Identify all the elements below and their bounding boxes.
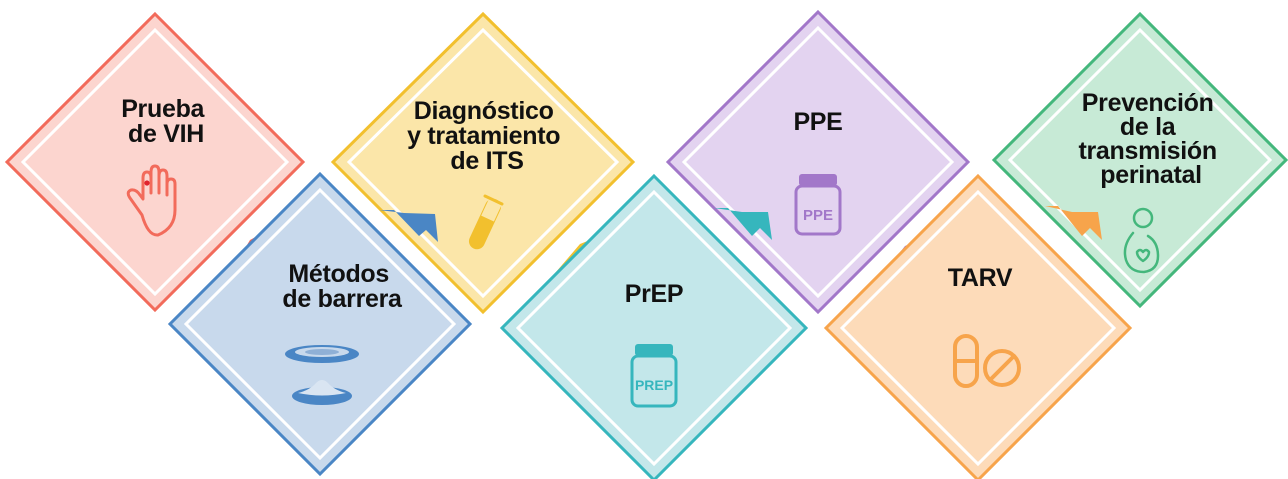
label-prep: PrEP — [625, 280, 684, 308]
label-line: PPE — [793, 108, 842, 136]
pills-icon — [953, 334, 1021, 388]
label-line: de VIH — [128, 120, 204, 148]
label-line: Diagnóstico — [414, 97, 554, 125]
diamond-inner-diagnostico-its — [346, 27, 620, 299]
jar-label: PPE — [803, 207, 833, 224]
connector-arrow-teal — [714, 208, 772, 240]
step-metodos-barrera: Métodos de barrera — [167, 171, 473, 477]
pill-jar-icon: PREP — [630, 344, 678, 408]
condom-icon — [285, 345, 359, 405]
diamond-inner-tarv — [839, 189, 1117, 467]
connector-arrow-orange — [1045, 206, 1102, 240]
label-tarv: TARV — [948, 264, 1013, 292]
label-diagnostico-its: Diagnóstico y tratamiento de ITS — [407, 97, 567, 175]
connector-arrow-blue — [379, 210, 438, 242]
label-line: perinatal — [1100, 161, 1202, 189]
label-prueba-vih: Prueba de VIH — [121, 95, 211, 148]
label-prevencion-perinatal: Prevención de la transmisión perinatal — [1078, 89, 1223, 189]
step-tarv: TARV — [823, 173, 1133, 479]
label-line: de barrera — [282, 285, 403, 313]
step-prep: PrEP PREP — [499, 173, 809, 479]
pregnant-woman-icon — [1123, 207, 1160, 274]
jar-label: PREP — [635, 377, 673, 393]
label-ppe: PPE — [793, 108, 842, 136]
label-line: Métodos — [288, 260, 389, 288]
label-line: transmisión — [1078, 137, 1216, 165]
label-line: TARV — [948, 264, 1013, 292]
blood-drop-icon — [144, 180, 150, 186]
diamond-inner-metodos-barrera — [183, 187, 457, 461]
diamond-inner-prep — [515, 189, 793, 467]
step-prueba-vih: Prueba de VIH — [4, 11, 306, 313]
hand-icon — [126, 164, 177, 237]
test-tube-icon — [468, 194, 504, 250]
diamond-inner-prueba-vih — [20, 27, 290, 297]
label-line: de ITS — [450, 147, 523, 175]
label-line: de la — [1120, 113, 1177, 141]
step-ppe: PPE PPE — [665, 9, 971, 315]
label-line: PrEP — [625, 280, 684, 308]
label-line: Prueba — [121, 95, 205, 123]
label-line: Prevención — [1082, 89, 1214, 117]
step-diagnostico-its: Diagnóstico y tratamiento de ITS — [330, 11, 636, 315]
label-line: y tratamiento — [407, 122, 560, 150]
pill-jar-icon: PPE — [794, 174, 842, 236]
label-metodos-barrera: Métodos de barrera — [282, 260, 403, 313]
